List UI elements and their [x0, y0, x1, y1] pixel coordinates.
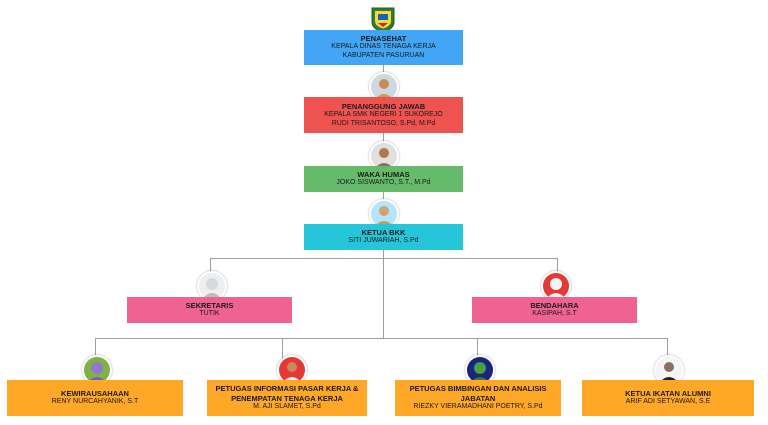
petugas-bimbingan-role: PETUGAS BIMBINGAN DAN ANALISIS JABATAN [409, 384, 547, 403]
bendahara-photo [541, 271, 571, 301]
penasehat-line2: KABUPATEN PASURUAN [342, 52, 425, 60]
penanggung-box[interactable]: PENANGGUNG JAWAB KEPALA SMK NEGERI 1 SUK… [304, 97, 463, 133]
penasehat-box[interactable]: PENASEHAT KEPALA DINAS TENAGA KERJA KABU… [304, 30, 463, 65]
ikatan-alumni-role: KETUA IKATAN ALUMNI [625, 388, 711, 398]
penanggung-line1: KEPALA SMK NEGERI 1 SUKOREJO [324, 110, 443, 118]
sekretaris-box[interactable]: SEKRETARIS TUTIK [127, 297, 292, 323]
kewirausahaan-line1: RENY NURCAHYANIK, S.T [51, 398, 139, 406]
connector-trunk [383, 20, 384, 258]
kewirausahaan-role: KEWIRAUSAHAAN [61, 388, 129, 398]
penanggung-line2: RUDI TRISANTOSO, S.Pd, M.Pd [331, 119, 436, 127]
ketua-line1: SITI JUWARIAH, S.Pd [348, 237, 419, 245]
waka-box[interactable]: WAKA HUMAS JOKO SISWANTO, S.T., M.Pd [304, 166, 463, 192]
petugas-bimbingan-box[interactable]: PETUGAS BIMBINGAN DAN ANALISIS JABATAN R… [395, 380, 561, 416]
regency-emblem-icon [369, 5, 397, 33]
petugas-info-role: PETUGAS INFORMASI PASAR KERJA & [215, 384, 359, 394]
sekretaris-line1: TUTIK [199, 310, 220, 318]
connector-trunk-lower [383, 258, 384, 338]
bendahara-role: BENDAHARA [530, 300, 579, 310]
penanggung-role: PENANGGUNG JAWAB [341, 101, 426, 111]
petugas-info-role2: PENEMPATAN TENAGA KERJA [231, 393, 343, 403]
waka-role: WAKA HUMAS [357, 169, 410, 179]
ikatan-alumni-box[interactable]: KETUA IKATAN ALUMNI ARIF ADI SETYAWAN, S… [582, 380, 754, 416]
connector-h-level3 [95, 338, 668, 339]
petugas-info-box[interactable]: PETUGAS INFORMASI PASAR KERJA & PENEMPAT… [207, 380, 367, 416]
bendahara-line1: KASIPAH, S.T [532, 310, 577, 318]
kewirausahaan-box[interactable]: KEWIRAUSAHAAN RENY NURCAHYANIK, S.T [7, 380, 183, 416]
ketua-role: KETUA BKK [361, 227, 406, 237]
sekretaris-role: SEKRETARIS [185, 300, 234, 310]
waka-line1: JOKO SISWANTO, S.T., M.Pd [336, 179, 431, 187]
petugas-info-line1: M. AJI SLAMET, S.Pd [253, 403, 321, 410]
bendahara-box[interactable]: BENDAHARA KASIPAH, S.T [472, 297, 637, 323]
ikatan-alumni-line1: ARIF ADI SETYAWAN, S.E [625, 398, 711, 406]
penasehat-role: PENASEHAT [360, 34, 407, 44]
person-photo-icon [371, 201, 397, 227]
person-photo-icon [543, 273, 569, 299]
connector-h-level2 [210, 258, 558, 259]
ketua-box[interactable]: KETUA BKK SITI JUWARIAH, S.Pd [304, 224, 463, 250]
penasehat-line1: KEPALA DINAS TENAGA KERJA [331, 43, 436, 51]
person-photo-icon [199, 273, 225, 299]
petugas-bimbingan-line1: RIEZKY VIERAMADHANI POETRY, S.Pd [413, 403, 543, 410]
